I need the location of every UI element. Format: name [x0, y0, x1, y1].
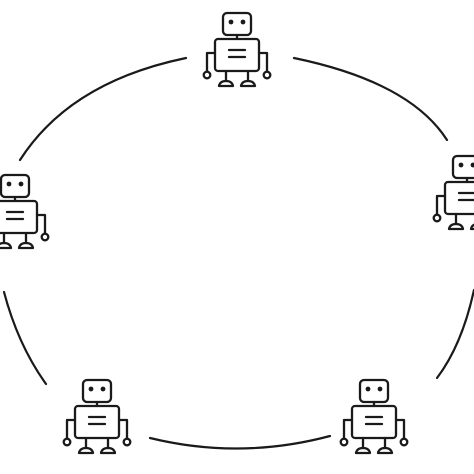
ring-connector — [2, 56, 474, 450]
robot-icon-left — [0, 173, 50, 250]
ring-segment-right-bottom — [435, 288, 474, 380]
ring-segment-top-left — [18, 56, 188, 162]
robot-icon-top — [202, 11, 272, 88]
robot-icon-bottom-right — [339, 378, 409, 455]
ring-segment-left-bottom — [2, 290, 48, 386]
robot-icon-bottom-left — [62, 378, 132, 455]
robot-icon-right — [432, 154, 474, 231]
ring-segment-bottom — [148, 434, 332, 450]
ring-segment-top-right — [292, 56, 449, 142]
robot-nodes — [0, 11, 474, 455]
